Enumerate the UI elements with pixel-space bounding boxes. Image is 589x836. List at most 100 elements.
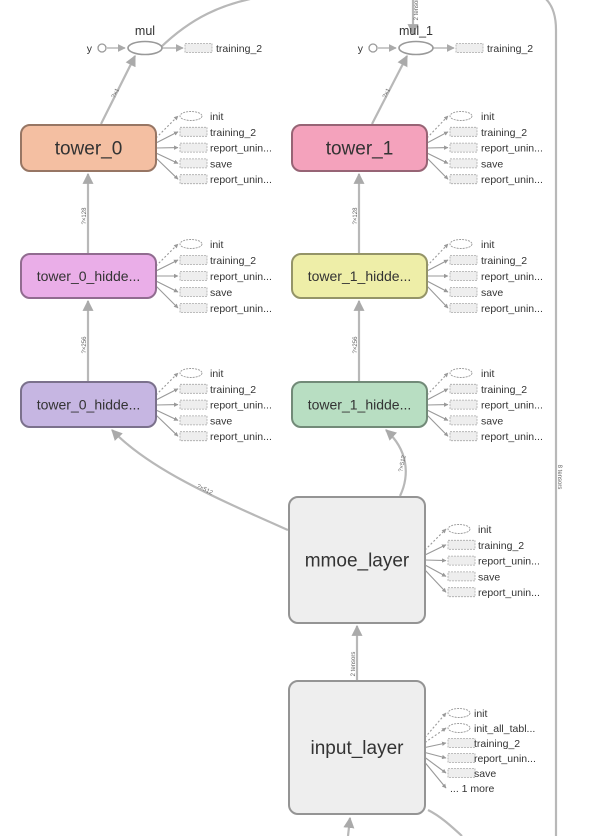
tower-1-hidden-a-aux-label: report_unin... xyxy=(481,303,543,315)
tower-0-aux-label: training_2 xyxy=(210,127,256,139)
mmoe-layer-aux-label: report_unin... xyxy=(478,556,540,568)
tower-0-hidden-b-aux-node[interactable] xyxy=(179,415,208,426)
tower-1-hidden-b-node[interactable] xyxy=(291,381,428,428)
tower-0-label: tower_0 xyxy=(55,139,123,160)
tower-0-hidden-a-aux-connector xyxy=(155,280,179,293)
tower-0-aux-node[interactable] xyxy=(179,126,208,137)
tower-0-aux-label: report_unin... xyxy=(210,174,272,186)
tower-0-aux-connector xyxy=(155,157,179,180)
input-layer-aux-init-node[interactable] xyxy=(447,723,471,733)
input-layer-aux-node[interactable] xyxy=(447,753,476,763)
tower-0-hidden-b-aux-node[interactable] xyxy=(179,399,208,410)
input-layer-aux-init-node[interactable] xyxy=(447,708,471,718)
tower-0-hidden-a-aux-node[interactable] xyxy=(179,303,208,313)
mmoe-layer-aux-init-node[interactable] xyxy=(447,524,471,534)
tower-0-hidden-b-aux-label: report_unin... xyxy=(210,431,272,443)
tower-1-hidden-a-aux-label: report_unin... xyxy=(481,271,543,283)
tower-0-hidden-b-aux-node[interactable] xyxy=(179,431,208,442)
mmoe-layer-aux-node[interactable] xyxy=(447,555,476,566)
tower-0-hidden-a-aux-init-node[interactable] xyxy=(179,239,203,249)
edge-bottom-into-input xyxy=(343,816,355,836)
tower-1-hidden-a-aux-label: init xyxy=(481,239,495,251)
input-layer-node[interactable] xyxy=(288,680,426,815)
tower-0-aux-node[interactable] xyxy=(179,158,208,169)
tower-0-hidden-a-aux-connector xyxy=(155,243,179,267)
tower-0-hidden-b-aux-label: init xyxy=(210,368,224,380)
tower-0-hidden-b-aux-connector xyxy=(155,388,179,401)
tower-1-aux-node[interactable] xyxy=(449,158,478,169)
tower-1-hidden-a-aux-node[interactable] xyxy=(449,303,478,313)
input-layer-aux-node[interactable] xyxy=(447,768,476,778)
mul-1-op-node[interactable] xyxy=(398,40,434,56)
tower-1-hidden-a-aux-node[interactable] xyxy=(449,255,478,265)
mmoe-layer-aux-label: save xyxy=(478,571,500,583)
edge-mmoe-to-hidB1 xyxy=(385,429,407,497)
tower-0-hidden-a-aux-node[interactable] xyxy=(179,255,208,265)
mul-training-aux-node[interactable] xyxy=(184,43,213,53)
mmoe-layer-node[interactable] xyxy=(288,496,426,624)
edge-label-hidB1-hidA1: ?×256 xyxy=(353,336,359,354)
tower-1-aux-node[interactable] xyxy=(449,142,478,153)
input-layer-aux-label: init_all_tabl... xyxy=(474,723,535,735)
tower-1-hidden-a-node[interactable] xyxy=(291,253,428,299)
input-layer-aux-connector xyxy=(424,727,447,743)
input-layer-aux-node[interactable] xyxy=(447,738,476,748)
tower-1-hidden-a-aux-init-node[interactable] xyxy=(449,239,473,249)
mmoe-layer-aux-node[interactable] xyxy=(447,571,476,582)
tower-0-aux-node[interactable] xyxy=(179,142,208,153)
mmoe-layer-aux-node[interactable] xyxy=(447,539,476,550)
tower-1-node[interactable] xyxy=(291,124,428,172)
tower-1-hidden-b-aux-label: init xyxy=(481,368,495,380)
edge-label-tower1-mul1: ?×1 xyxy=(382,87,392,99)
aux-layer: inittraining_2report_unin...savereport_u… xyxy=(155,111,543,795)
tower-0-hidden-b-node[interactable] xyxy=(20,381,157,428)
mul-y-label: y xyxy=(87,43,93,55)
tower-0-aux-label: init xyxy=(210,111,224,123)
tower-0-hidden-a-aux-node[interactable] xyxy=(179,271,208,281)
tower-1-hidden-b-aux-label: save xyxy=(481,415,503,427)
mul-training-label: training_2 xyxy=(216,43,262,55)
tower-0-node[interactable] xyxy=(20,124,157,172)
input-layer-aux-label: report_unin... xyxy=(474,753,536,765)
tower-0-hidden-a-aux-connector xyxy=(155,285,179,309)
tower-1-hidden-a-label: tower_1_hidde... xyxy=(308,268,412,284)
tower-1-aux-init-node[interactable] xyxy=(449,111,473,121)
edge-bottom-loop xyxy=(427,809,463,836)
mul-op-node[interactable] xyxy=(127,40,163,56)
tower-1-hidden-b-aux-node[interactable] xyxy=(449,431,478,442)
edge-label-mmoe-hidB1: ?×512 xyxy=(398,454,408,472)
tower-1-hidden-a-aux-node[interactable] xyxy=(449,271,478,281)
mul-1-training-aux-node[interactable] xyxy=(455,43,484,53)
mul-1-y-input-icon[interactable] xyxy=(368,43,378,53)
tower-0-hidden-a-aux-node[interactable] xyxy=(179,287,208,297)
tower-0-hidden-b-aux-label: training_2 xyxy=(210,384,256,396)
tower-1-hidden-b-label: tower_1_hidde... xyxy=(308,396,412,412)
tower-1-hidden-a-aux-node[interactable] xyxy=(449,287,478,297)
tower-0-hidden-b-aux-node[interactable] xyxy=(179,383,208,394)
tower-1-aux-node[interactable] xyxy=(449,126,478,137)
tower-1-label: tower_1 xyxy=(326,139,394,160)
tower-1-hidden-a-aux-label: training_2 xyxy=(481,255,527,267)
tower-1-hidden-b-aux-node[interactable] xyxy=(449,415,478,426)
tower-0-aux-init-node[interactable] xyxy=(179,111,203,121)
mmoe-layer-aux-connector xyxy=(424,569,447,593)
tower-0-hidden-b-aux-connector xyxy=(155,409,179,421)
tower-1-hidden-b-aux-node[interactable] xyxy=(449,383,478,394)
tower-1-hidden-b-aux-connector xyxy=(426,372,449,396)
tower-1-hidden-b-aux-init-node[interactable] xyxy=(449,368,473,378)
tower-0-hidden-a-node[interactable] xyxy=(20,253,157,299)
tower-0-hidden-a-aux-label: save xyxy=(210,287,232,299)
tower-0-hidden-a-label: tower_0_hidde... xyxy=(37,268,141,284)
tower-1-hidden-b-aux-node[interactable] xyxy=(449,399,478,410)
input-layer-aux-connector xyxy=(424,751,447,760)
mmoe-layer-aux-node[interactable] xyxy=(447,587,476,598)
mul-op-label: mul xyxy=(135,24,155,38)
input-layer-aux-label: ... 1 more xyxy=(450,783,495,795)
tower-0-hidden-b-aux-init-node[interactable] xyxy=(179,368,203,378)
mul-y-input-icon[interactable] xyxy=(97,43,107,53)
tower-0-aux-node[interactable] xyxy=(179,174,208,185)
edge-label-tower0-mul: ?×1 xyxy=(111,87,121,99)
input-layer-aux-connector xyxy=(424,741,447,749)
tower-0-hidden-b-aux-connector xyxy=(155,372,179,396)
tower-1-aux-node[interactable] xyxy=(449,174,478,185)
